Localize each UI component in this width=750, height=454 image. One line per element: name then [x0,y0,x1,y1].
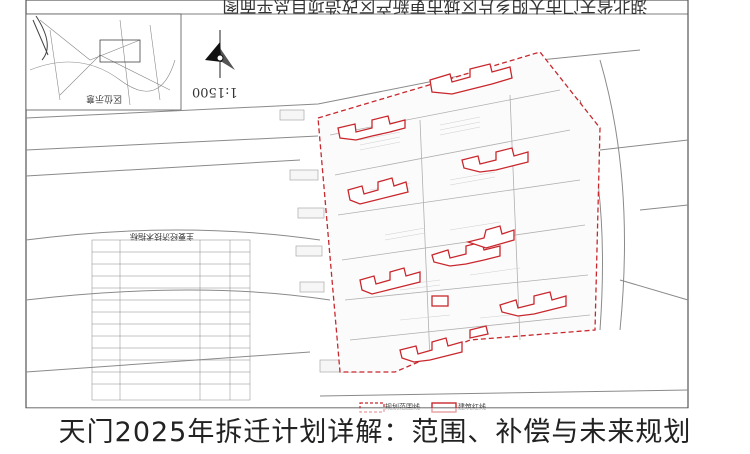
inset-label: 区位示意 [86,93,123,103]
location-inset [25,13,182,111]
legend-building-label: 建筑红线 [458,403,486,411]
roads [25,49,689,397]
building-footprints [337,63,567,363]
caption-text: 天门2025年拆迁计划详解：范围、补偿与未来规划 [0,408,750,450]
table-title: 主要经济技术指标 [130,232,194,241]
north-arrow-icon [205,30,235,78]
legend-boundary-label: 规划范围线 [385,403,420,411]
scale-label: 1:1500 [192,84,238,99]
indicators-table [91,239,251,401]
site-roads [329,89,591,361]
map-title: 湖北省天门市大阳乡片区城市更新产区改造项目总平面图 [222,0,648,15]
